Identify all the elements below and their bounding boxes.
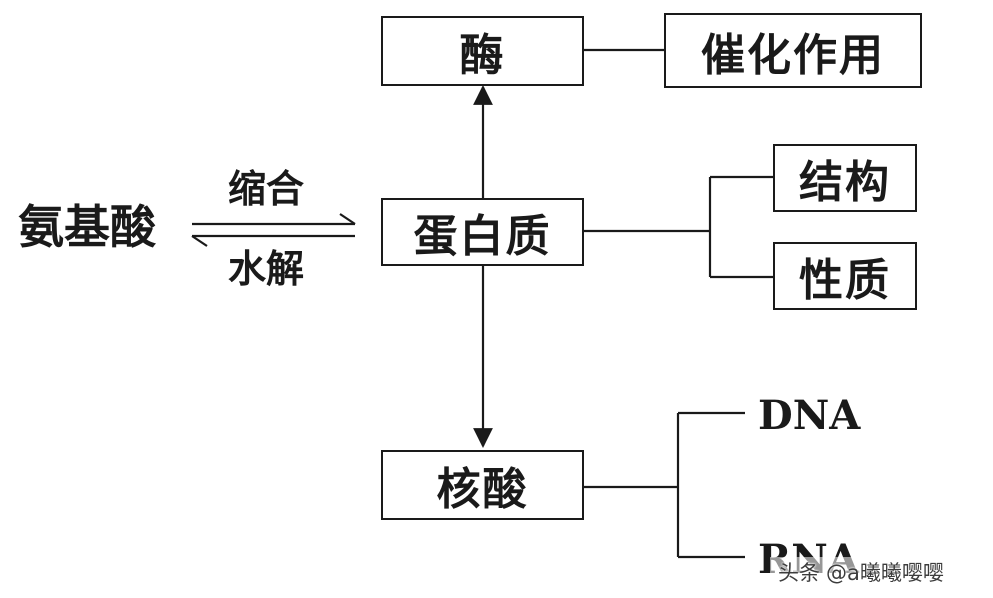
structure-box: 结构 xyxy=(773,144,917,212)
watermark: 头条 @a曦曦嘤嘤 xyxy=(770,557,952,587)
watermark-handle: @a曦曦嘤嘤 xyxy=(826,561,944,585)
enzyme-box: 酶 xyxy=(381,16,584,86)
protein-box: 蛋白质 xyxy=(381,198,584,266)
dna-label: DNA xyxy=(758,392,861,439)
catalysis-box: 催化作用 xyxy=(664,13,922,88)
condensation-label: 缩合 xyxy=(228,166,305,211)
property-box: 性质 xyxy=(773,242,917,310)
hydrolysis-label: 水解 xyxy=(228,246,305,291)
condensation-arrow-barb xyxy=(339,213,356,225)
hydrolysis-arrow-barb xyxy=(191,235,208,247)
nucleic-acid-box: 核酸 xyxy=(381,450,584,520)
watermark-platform: 头条 xyxy=(778,561,820,585)
amino-acid-label: 氨基酸 xyxy=(18,200,156,254)
